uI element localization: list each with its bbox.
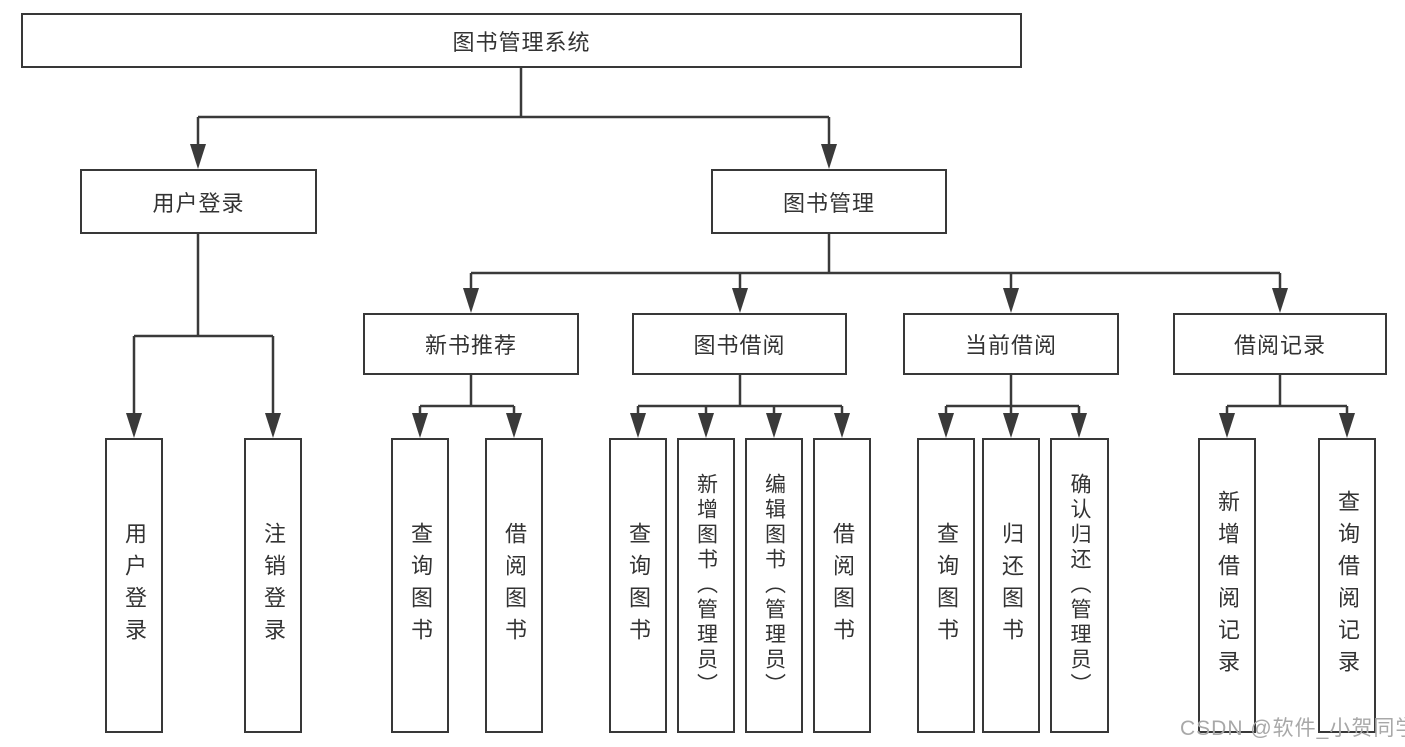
- leaf-newbooks-borrow-books: 借阅图书: [485, 438, 543, 733]
- leaf-records-query-record-label: 查询借阅记录: [1335, 489, 1360, 682]
- leaf-logout-label: 注销登录: [261, 521, 286, 650]
- leaf-records-add-record-label: 新增借阅记录: [1215, 489, 1240, 682]
- leaf-current-query-books-label: 查询图书: [934, 521, 959, 650]
- leaf-borrow-edit-books-admin-label: 编辑图书（管理员）: [762, 473, 786, 698]
- node-book-borrow-label: 图书借阅: [693, 333, 786, 358]
- leaf-newbooks-query-books: 查询图书: [391, 438, 449, 733]
- node-borrow-records-label: 借阅记录: [1233, 333, 1326, 358]
- leaf-borrow-borrow-books-label: 借阅图书: [830, 521, 855, 650]
- arrowheads: [126, 144, 1355, 438]
- leaf-user-login: 用户登录: [105, 438, 163, 733]
- node-user-login-label: 用户登录: [152, 190, 245, 216]
- leaf-newbooks-query-books-label: 查询图书: [408, 521, 433, 650]
- leaf-current-return-books: 归还图书: [982, 438, 1040, 733]
- leaf-records-query-record: 查询借阅记录: [1318, 438, 1376, 733]
- node-root-label: 图书管理系统: [452, 29, 591, 55]
- node-current-borrow: 当前借阅: [903, 313, 1119, 375]
- leaf-borrow-edit-books-admin: 编辑图书（管理员）: [745, 438, 803, 733]
- node-user-login: 用户登录: [80, 169, 317, 234]
- leaf-borrow-query-books-label: 查询图书: [626, 521, 651, 650]
- leaf-logout: 注销登录: [244, 438, 302, 733]
- leaf-newbooks-borrow-books-label: 借阅图书: [502, 521, 527, 650]
- leaf-current-confirm-return-admin-label: 确认归还（管理员）: [1068, 473, 1091, 698]
- node-new-book-recommend: 新书推荐: [363, 313, 579, 375]
- leaf-current-query-books: 查询图书: [917, 438, 975, 733]
- leaf-borrow-add-books-admin: 新增图书（管理员）: [677, 438, 735, 733]
- node-book-management: 图书管理: [711, 169, 947, 234]
- leaf-borrow-query-books: 查询图书: [609, 438, 667, 733]
- leaf-borrow-add-books-admin-label: 新增图书（管理员）: [694, 473, 718, 698]
- leaf-records-add-record: 新增借阅记录: [1198, 438, 1256, 733]
- leaf-borrow-borrow-books: 借阅图书: [813, 438, 871, 733]
- node-new-book-recommend-label: 新书推荐: [424, 333, 517, 358]
- node-book-management-label: 图书管理: [782, 190, 875, 216]
- leaf-current-return-books-label: 归还图书: [999, 521, 1024, 650]
- watermark-text: CSDN @软件_小贺同学: [1180, 717, 1405, 740]
- node-current-borrow-label: 当前借阅: [964, 333, 1057, 358]
- leaf-user-login-label: 用户登录: [122, 521, 147, 650]
- leaf-current-confirm-return-admin: 确认归还（管理员）: [1050, 438, 1109, 733]
- node-root: 图书管理系统: [21, 13, 1022, 68]
- node-book-borrow: 图书借阅: [632, 313, 847, 375]
- node-borrow-records: 借阅记录: [1173, 313, 1387, 375]
